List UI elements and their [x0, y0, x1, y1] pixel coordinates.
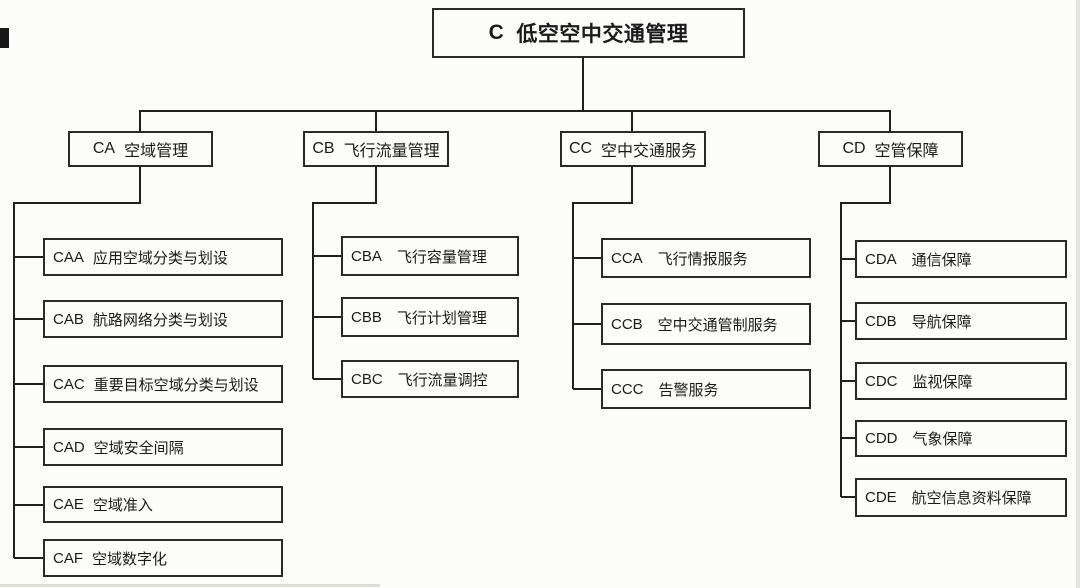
node-cab-name: 航路网络分类与划设 — [92, 311, 228, 329]
node-cb-name: 飞行流量管理 — [343, 143, 440, 160]
scan-artifact-left-edge — [0, 28, 9, 48]
node-cdc: CDC 监视保障 — [855, 362, 1067, 400]
node-caa: CAA 应用空域分类与划设 — [43, 238, 283, 276]
node-cbb-code: CBB — [351, 308, 382, 326]
scan-artifact-right-edge — [1076, 0, 1080, 588]
node-cde-name: 航空信息资料保障 — [911, 490, 1032, 507]
node-cbc: CBC 飞行流量调控 — [341, 360, 519, 398]
node-cda: CDA 通信保障 — [855, 240, 1067, 278]
node-cde: CDE 航空信息资料保障 — [855, 478, 1067, 517]
node-cab-code: CAB — [53, 310, 84, 328]
node-cd-name: 空管保障 — [874, 143, 939, 160]
node-caf-code: CAF — [53, 549, 83, 567]
node-cca-code: CCA — [611, 249, 643, 267]
node-ccb-name: 空中交通管制服务 — [657, 316, 778, 334]
node-cae: CAE 空域准入 — [43, 486, 283, 523]
node-caa-code: CAA — [53, 248, 84, 266]
node-cdb-code: CDB — [865, 312, 897, 330]
node-cba: CBA 飞行容量管理 — [341, 236, 519, 276]
connector-trunk — [139, 58, 891, 131]
node-root-code: C — [488, 21, 505, 44]
node-cc: CC 空中交通服务 — [560, 131, 706, 167]
node-ccc-code: CCC — [611, 380, 644, 398]
node-ca-code: CA — [92, 140, 116, 157]
node-cae-name: 空域准入 — [92, 497, 153, 514]
node-cda-name: 通信保障 — [911, 251, 972, 269]
node-cc-name: 空中交通服务 — [601, 143, 698, 160]
node-cd-code: CD — [842, 140, 866, 157]
node-cdc-code: CDC — [865, 372, 898, 390]
node-cb: CB 飞行流量管理 — [303, 131, 449, 167]
node-cad-name: 空域安全间隔 — [93, 439, 184, 457]
node-ccc-name: 告警服务 — [658, 381, 719, 399]
node-ccb-code: CCB — [611, 315, 643, 333]
node-cca-name: 飞行情报服务 — [657, 250, 748, 268]
node-ca: CA 空域管理 — [68, 131, 213, 167]
scan-artifact-bottom-edge — [0, 584, 380, 587]
node-cad-code: CAD — [53, 438, 85, 456]
node-cdd-name: 气象保障 — [912, 431, 973, 448]
node-cbb: CBB 飞行计划管理 — [341, 297, 519, 337]
node-cba-code: CBA — [351, 247, 382, 265]
node-cba-name: 飞行容量管理 — [396, 248, 487, 266]
node-cbb-name: 飞行计划管理 — [396, 309, 487, 327]
node-cde-code: CDE — [865, 489, 897, 506]
node-cd: CD 空管保障 — [818, 131, 963, 167]
connector-branch-cc — [572, 167, 633, 390]
node-cdc-name: 监视保障 — [912, 373, 973, 391]
node-cac-code: CAC — [53, 375, 85, 393]
node-caf-name: 空域数字化 — [92, 550, 168, 568]
node-cdb: CDB 导航保障 — [855, 302, 1067, 340]
node-root: C 低空空中交通管理 — [432, 8, 745, 58]
node-caa-name: 应用空域分类与划设 — [92, 249, 228, 267]
node-cbc-name: 飞行流量调控 — [397, 371, 488, 389]
node-caf: CAF 空域数字化 — [43, 539, 283, 577]
node-cda-code: CDA — [865, 250, 897, 268]
node-cb-code: CB — [312, 140, 335, 157]
node-cdd-code: CDD — [865, 430, 898, 447]
node-ca-name: 空域管理 — [124, 143, 189, 160]
node-cac: CAC 重要目标空域分类与划设 — [43, 365, 283, 403]
node-cdb-name: 导航保障 — [911, 313, 972, 331]
node-ccb: CCB 空中交通管制服务 — [601, 303, 811, 345]
node-cbc-code: CBC — [351, 370, 383, 388]
node-cdd: CDD 气象保障 — [855, 420, 1067, 457]
node-ccc: CCC 告警服务 — [601, 369, 811, 409]
node-cab: CAB 航路网络分类与划设 — [43, 300, 283, 338]
node-cad: CAD 空域安全间隔 — [43, 428, 283, 466]
node-root-name: 低空空中交通管理 — [516, 23, 689, 46]
node-cac-name: 重要目标空域分类与划设 — [93, 376, 259, 394]
node-cae-code: CAE — [53, 496, 84, 513]
node-cc-code: CC — [568, 140, 593, 157]
node-cca: CCA 飞行情报服务 — [601, 238, 811, 278]
